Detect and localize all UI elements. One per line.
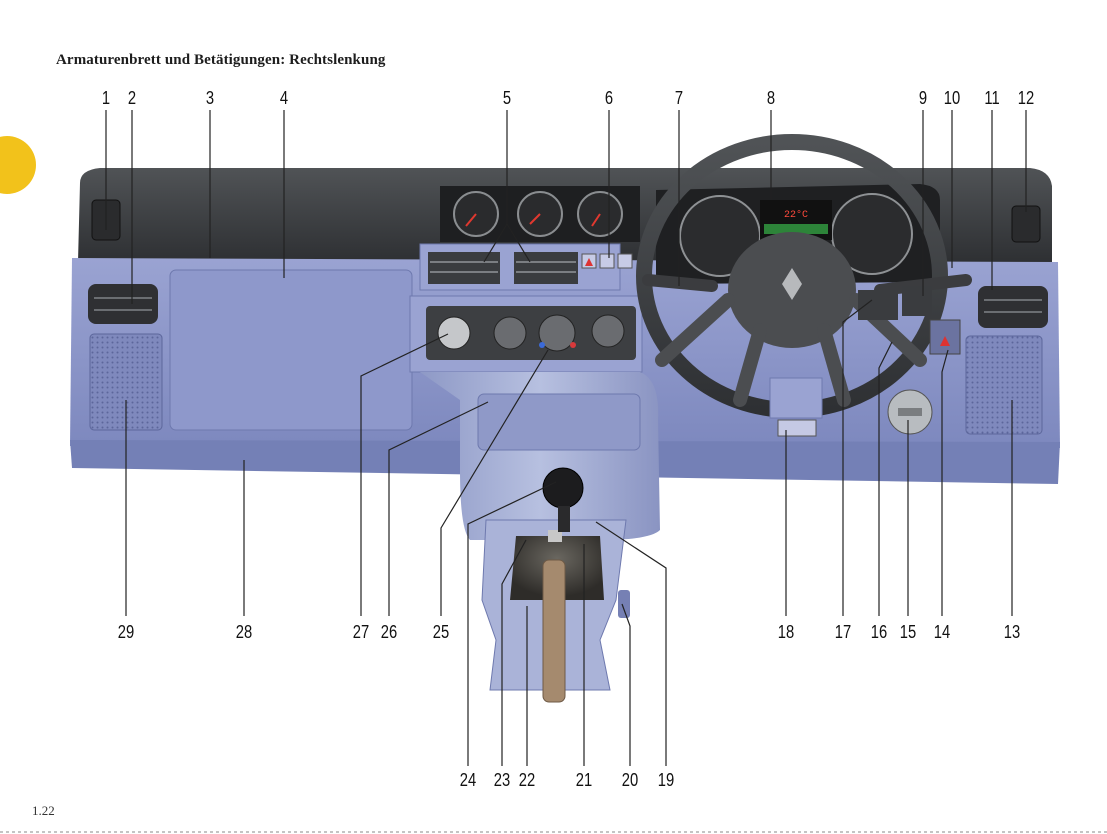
display-readout: 22°C (784, 209, 808, 221)
speaker-right (966, 336, 1042, 434)
bonnet-release (778, 420, 816, 436)
vent-right (978, 286, 1048, 328)
glove-box (170, 270, 412, 430)
handbrake-lever (543, 560, 565, 702)
vent-left (88, 284, 158, 324)
page-number: 1.22 (32, 803, 55, 819)
storage-tray (478, 394, 640, 450)
gear-knob (543, 468, 583, 508)
